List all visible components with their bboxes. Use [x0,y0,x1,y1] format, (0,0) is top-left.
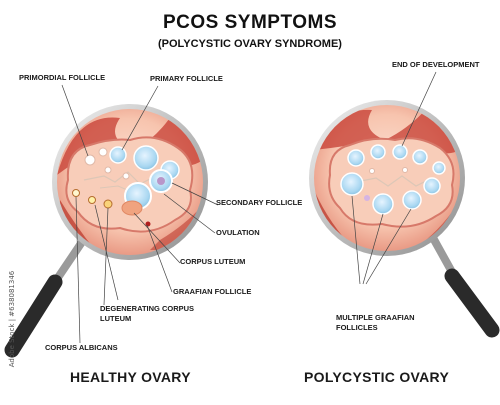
cyst-follicle [347,149,365,167]
end-of-development-follicle [392,144,408,160]
label-primary-follicle: PRIMARY FOLLICLE [150,74,223,83]
leader-lines [61,71,437,344]
label-corpus-luteum: CORPUS LUTEUM [180,257,246,266]
blood-vessel-region [57,110,203,175]
label-line: FOLLICLES [336,323,378,332]
primordial-follicle [84,154,96,166]
stock-id-text: Adobe Stock | #638081346 [8,270,16,368]
primary-follicle [109,146,127,164]
subtitle: (POLYCYSTIC OVARY SYNDROME) [158,38,342,50]
label-secondary-follicle: SECONDARY FOLLICLE [216,198,303,207]
ovary-stroma [65,136,194,233]
label-end-of-development: END OF DEVELOPMENT [392,60,480,69]
follicle [133,145,159,171]
label-line: DEGENERATING CORPUS [100,304,195,313]
healthy-ovary-caption: HEALTHY OVARY [70,369,191,385]
polycystic-magnifier [309,100,500,338]
label-line: LUTEUM [100,314,132,323]
degenerating-corpus-luteum [103,199,113,209]
label-graafian-follicle: GRAAFIAN FOLLICLE [173,287,252,296]
ovulation-point [145,221,151,227]
label-degenerating-corpus-luteum: DEGENERATING CORPUS LUTEUM [100,304,194,324]
main-title: PCOS SYMPTOMS [162,12,337,33]
label-multiple-graafian-follicles: MULTIPLE GRAAFIAN FOLLICLES [336,313,415,333]
corpus-luteum [121,200,143,216]
polycystic-ovary-caption: POLYCYSTIC OVARY [304,369,450,385]
magnifier-handle [4,238,86,358]
label-corpus-albicans: CORPUS ALBICANS [45,343,118,352]
blood-vessel-region [314,105,460,154]
healthy-magnifier [4,104,208,358]
label-ovulation: OVULATION [216,228,260,237]
label-line: MULTIPLE GRAAFIAN [336,313,415,322]
stock-id-watermark: Adobe Stock | #638081346 [3,255,17,395]
corpus-albicans [72,189,80,197]
magnifier-handle [428,232,500,338]
label-primordial-follicle: PRIMORDIAL FOLLICLE [19,73,106,82]
